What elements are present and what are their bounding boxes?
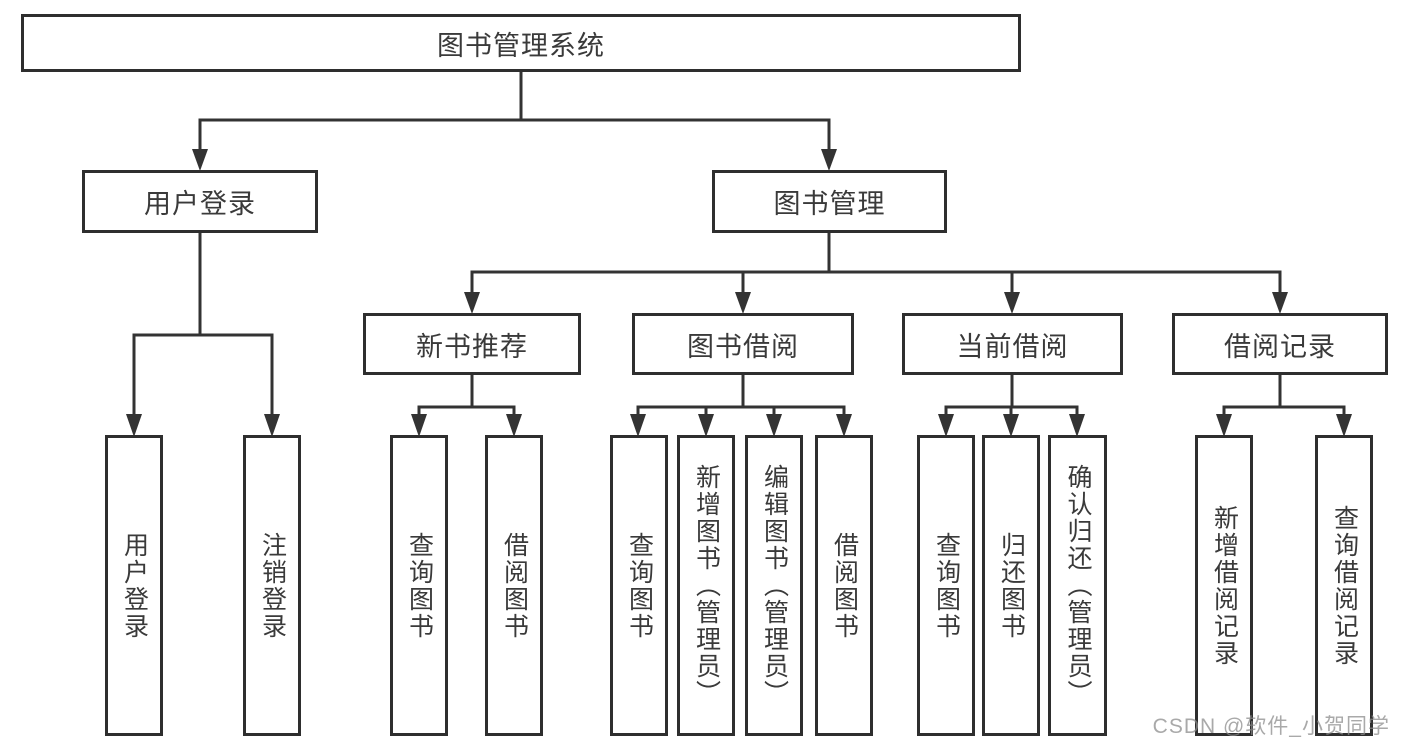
leaf-confirm-return-admin: 确认归还（管理员） [1048,435,1107,736]
node-current-borrowing-label: 当前借阅 [956,331,1069,362]
leaf-query-books-recommend: 查询图书 [390,435,448,736]
leaf-edit-book-admin: 编辑图书（管理员） [745,435,803,736]
node-book-borrowing: 图书借阅 [632,313,854,375]
node-new-book-recommend: 新书推荐 [363,313,581,375]
leaf-user-login: 用户登录 [105,435,163,736]
csdn-watermark: CSDN @软件_小贺同学 [1152,715,1390,738]
leaf-confirm-return-admin-label: 确认归还（管理员） [1064,464,1092,707]
leaf-add-borrow-record-label: 新增借阅记录 [1210,504,1239,667]
leaf-borrow-books-recommend-label: 借阅图书 [500,531,529,640]
node-book-management-label: 图书管理 [773,189,886,219]
leaf-query-borrow-record-label: 查询借阅记录 [1330,504,1359,667]
node-root-label: 图书管理系统 [437,30,605,61]
leaf-query-borrow-record: 查询借阅记录 [1315,435,1373,736]
leaf-borrow-books-borrowing: 借阅图书 [815,435,873,736]
node-borrowing-records: 借阅记录 [1172,313,1388,375]
leaf-add-book-admin: 新增图书（管理员） [677,435,735,736]
leaf-return-book-label: 归还图书 [997,531,1026,640]
node-user-login-label: 用户登录 [144,189,256,219]
node-user-login: 用户登录 [82,170,318,233]
leaf-query-books-current: 查询图书 [917,435,975,736]
node-book-management: 图书管理 [712,170,947,233]
leaf-logout-login: 注销登录 [243,435,301,736]
node-book-borrowing-label: 图书借阅 [687,331,799,362]
leaf-query-books-borrowing: 查询图书 [610,435,668,736]
leaf-logout-login-label: 注销登录 [258,531,287,640]
leaf-return-book: 归还图书 [982,435,1040,736]
leaf-user-login-label: 用户登录 [120,531,149,640]
leaf-borrow-books-borrowing-label: 借阅图书 [830,531,859,640]
leaf-query-books-current-label: 查询图书 [932,531,961,640]
node-borrowing-records-label: 借阅记录 [1224,331,1336,362]
leaf-add-book-admin-label: 新增图书（管理员） [692,464,721,707]
node-root-library-system: 图书管理系统 [21,14,1021,72]
leaf-add-borrow-record: 新增借阅记录 [1195,435,1253,736]
leaf-borrow-books-recommend: 借阅图书 [485,435,543,736]
node-new-book-recommend-label: 新书推荐 [416,331,528,362]
leaf-query-books-borrowing-label: 查询图书 [625,531,654,640]
node-current-borrowing: 当前借阅 [902,313,1123,375]
leaf-query-books-recommend-label: 查询图书 [405,531,434,640]
leaf-edit-book-admin-label: 编辑图书（管理员） [760,464,789,707]
